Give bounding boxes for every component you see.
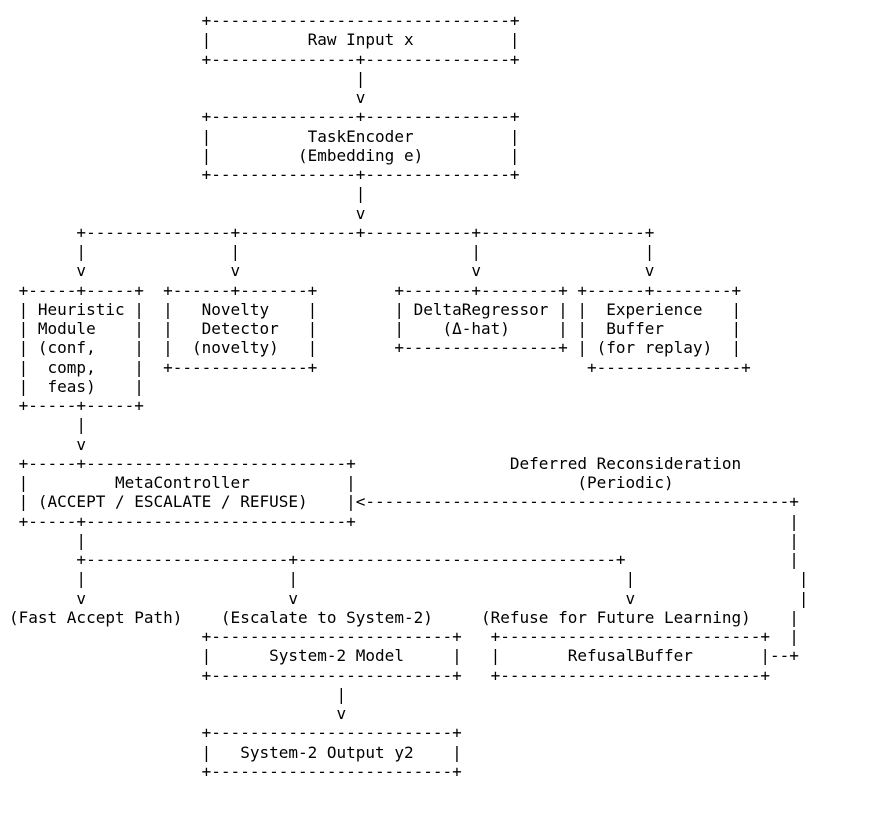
ascii-line: | feas) |: [9, 376, 144, 396]
ascii-line: |: [9, 184, 366, 204]
ascii-line: +-------------------------+: [9, 761, 462, 781]
ascii-line: | Raw Input x |: [9, 30, 520, 50]
ascii-line: | System-2 Output y2 |: [9, 742, 462, 762]
ascii-line: v: [9, 704, 347, 723]
ascii-line: +-------------------------+: [9, 723, 462, 743]
ascii-line: +---------------+---------------+: [9, 107, 520, 127]
ascii-line: | comp, | +--------------+ +------------…: [9, 357, 751, 377]
ascii-line: +-----+---------------------------+ |: [9, 511, 799, 531]
ascii-line: |: [9, 68, 366, 88]
ascii-line: v: [9, 88, 366, 107]
ascii-line: +-----+-----+: [9, 396, 144, 415]
ascii-line: | (Embedding e) |: [9, 145, 520, 165]
ascii-line: |: [9, 684, 347, 704]
ascii-line: | System-2 Model | | RefusalBuffer |--+: [9, 646, 799, 666]
ascii-line: v: [9, 434, 87, 454]
ascii-line: +-------------------------------+: [9, 11, 520, 30]
ascii-line: v v v |: [9, 588, 809, 608]
ascii-line: | Heuristic | | Novelty | | DeltaRegress…: [9, 299, 742, 319]
ascii-line: +-------------------------+ +-----------…: [9, 627, 799, 646]
ascii-line: | Module | | Detector | | (Δ-hat) | | Bu…: [9, 319, 742, 338]
ascii-line: +---------------+---------------+: [9, 49, 520, 69]
ascii-line: v v v v: [9, 261, 655, 281]
ascii-line: | TaskEncoder |: [9, 126, 520, 146]
ascii-line: | | | |: [9, 242, 655, 261]
ascii-line: | (ACCEPT / ESCALATE / REFUSE) |<-------…: [9, 492, 799, 512]
ascii-line: | |: [9, 530, 799, 550]
ascii-line: (Fast Accept Path) (Escalate to System-2…: [9, 607, 799, 627]
ascii-line: | | | |: [9, 569, 809, 589]
ascii-line: +-----+-----+ +------+-------+ +-------+…: [9, 280, 742, 300]
ascii-line: +---------------------+-----------------…: [9, 550, 799, 569]
ascii-line: +-----+---------------------------+ Defe…: [9, 453, 742, 473]
ascii-line: +-------------------------+ +-----------…: [9, 665, 770, 685]
ascii-line: | (conf, | | (novelty) | +--------------…: [9, 338, 742, 358]
ascii-line: |: [9, 415, 87, 435]
ascii-line: +---------------+------------+----------…: [9, 222, 655, 242]
ascii-line: | MetaController | (Periodic): [9, 473, 674, 492]
ascii-line: +---------------+---------------+: [9, 165, 520, 184]
ascii-line: v: [9, 203, 366, 223]
ascii-flow-diagram: +-------------------------------+ | Raw …: [9, 11, 809, 781]
